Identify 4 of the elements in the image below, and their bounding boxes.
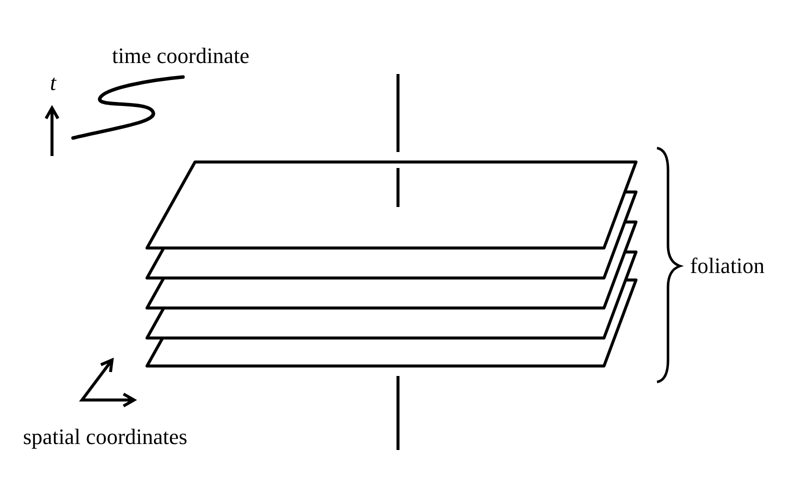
- axis-label: spatial coordinates: [23, 426, 188, 448]
- annotation-label: foliation: [690, 255, 765, 277]
- axis-label: t: [50, 72, 56, 94]
- axis-label: time coordinate: [112, 45, 250, 67]
